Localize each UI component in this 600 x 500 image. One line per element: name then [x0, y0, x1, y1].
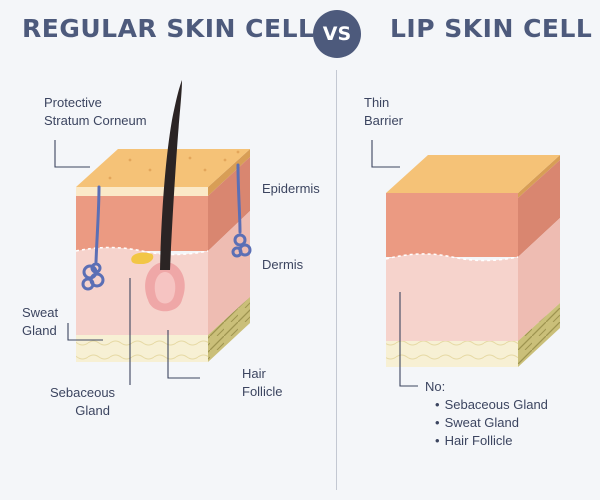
dermis-label: Dermis: [262, 257, 304, 272]
lip-skin-block: [385, 155, 560, 367]
absent-item-sweat-gland: Sweat Gland: [435, 414, 548, 432]
regular-skin-block: [75, 80, 252, 362]
hair-follicle-label: Hair Follicle: [242, 366, 283, 399]
thin-barrier-label: Thin Barrier: [364, 95, 404, 128]
stratum-front: [76, 187, 208, 196]
fat-front: [76, 335, 208, 362]
absent-item-sebaceous-gland: Sebaceous Gland: [435, 396, 548, 414]
lip-fat-front: [386, 341, 518, 367]
regular-skin-cell-title: REGULAR SKIN CELL: [22, 14, 315, 43]
lip-fat-side: [518, 303, 560, 367]
regular-leader-lines: [54, 140, 200, 385]
lip-stratum-top: [386, 155, 560, 193]
center-divider: [336, 70, 337, 490]
hair-shaft: [160, 80, 182, 270]
sebaceous-gland: [131, 252, 154, 264]
lip-leader-lines: [371, 140, 418, 387]
hair-follicle: [131, 80, 185, 312]
absent-structures-label: No: Sebaceous Gland Sweat Gland Hair Fol…: [425, 378, 548, 450]
absent-item-hair-follicle: Hair Follicle: [435, 432, 548, 450]
sweat-gland-label: Sweat Gland: [22, 305, 59, 338]
lip-dermis-side: [518, 218, 560, 341]
lip-skin-cell-title: LIP SKIN CELL: [390, 14, 593, 43]
protective-stratum-corneum-label: Protective Stratum Corneum: [44, 95, 147, 128]
fat-side-face: [208, 297, 250, 362]
sweat-gland-left: [81, 185, 105, 291]
lip-dermis-front: [386, 253, 518, 341]
vs-badge: VS: [313, 10, 361, 58]
sebaceous-gland-label: Sebaceous Gland: [50, 385, 116, 418]
epidermis-label: Epidermis: [262, 181, 320, 196]
lip-stratum-side: [518, 155, 560, 198]
lip-epidermis-front: [386, 193, 518, 257]
stratum-side-face: [208, 149, 250, 196]
stratum-top-face: [76, 149, 250, 187]
absent-structures-list: Sebaceous Gland Sweat Gland Hair Follicl…: [435, 396, 548, 450]
sweat-gland-right: [231, 163, 252, 258]
lip-epidermis-side: [518, 160, 560, 257]
dermis-side-face: [208, 211, 250, 335]
